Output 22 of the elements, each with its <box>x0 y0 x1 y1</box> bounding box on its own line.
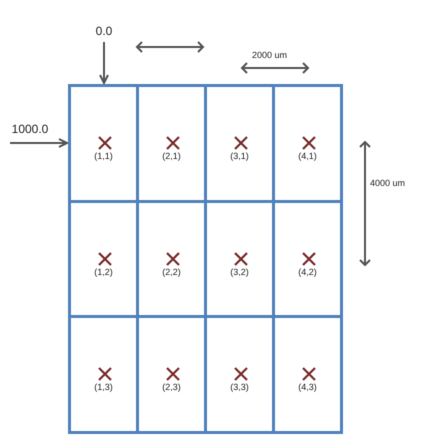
arrow <box>10 138 68 148</box>
coordinate-label: (1,1) <box>93 151 114 162</box>
coordinate-label: (4,2) <box>297 266 318 278</box>
coordinate-label: (3,3) <box>229 382 250 393</box>
grid-cell <box>272 84 343 202</box>
coordinate-label: (1,2) <box>93 266 114 278</box>
coordinate-label: (4,1) <box>297 151 318 162</box>
coordinate-label: (3,1) <box>229 151 250 162</box>
coordinate-label: (2,1) <box>161 151 182 162</box>
grid-cell <box>68 315 139 434</box>
coordinate-label: (3,2) <box>229 266 250 278</box>
coordinate-value: 1000.0 <box>8 122 52 138</box>
coordinate-value: 0.0 <box>90 24 118 40</box>
dimension-label: 4000 um <box>370 178 406 188</box>
coordinate-label: (2,2) <box>161 266 182 278</box>
coordinate-label: (2,3) <box>161 382 182 393</box>
dimension-label: 2000 um <box>252 50 288 60</box>
grid-cell <box>272 315 343 434</box>
coordinate-label: (4,3) <box>297 382 318 393</box>
coordinate-label: (1,3) <box>93 382 114 393</box>
arrow <box>99 42 109 84</box>
grid-cell <box>68 84 139 202</box>
